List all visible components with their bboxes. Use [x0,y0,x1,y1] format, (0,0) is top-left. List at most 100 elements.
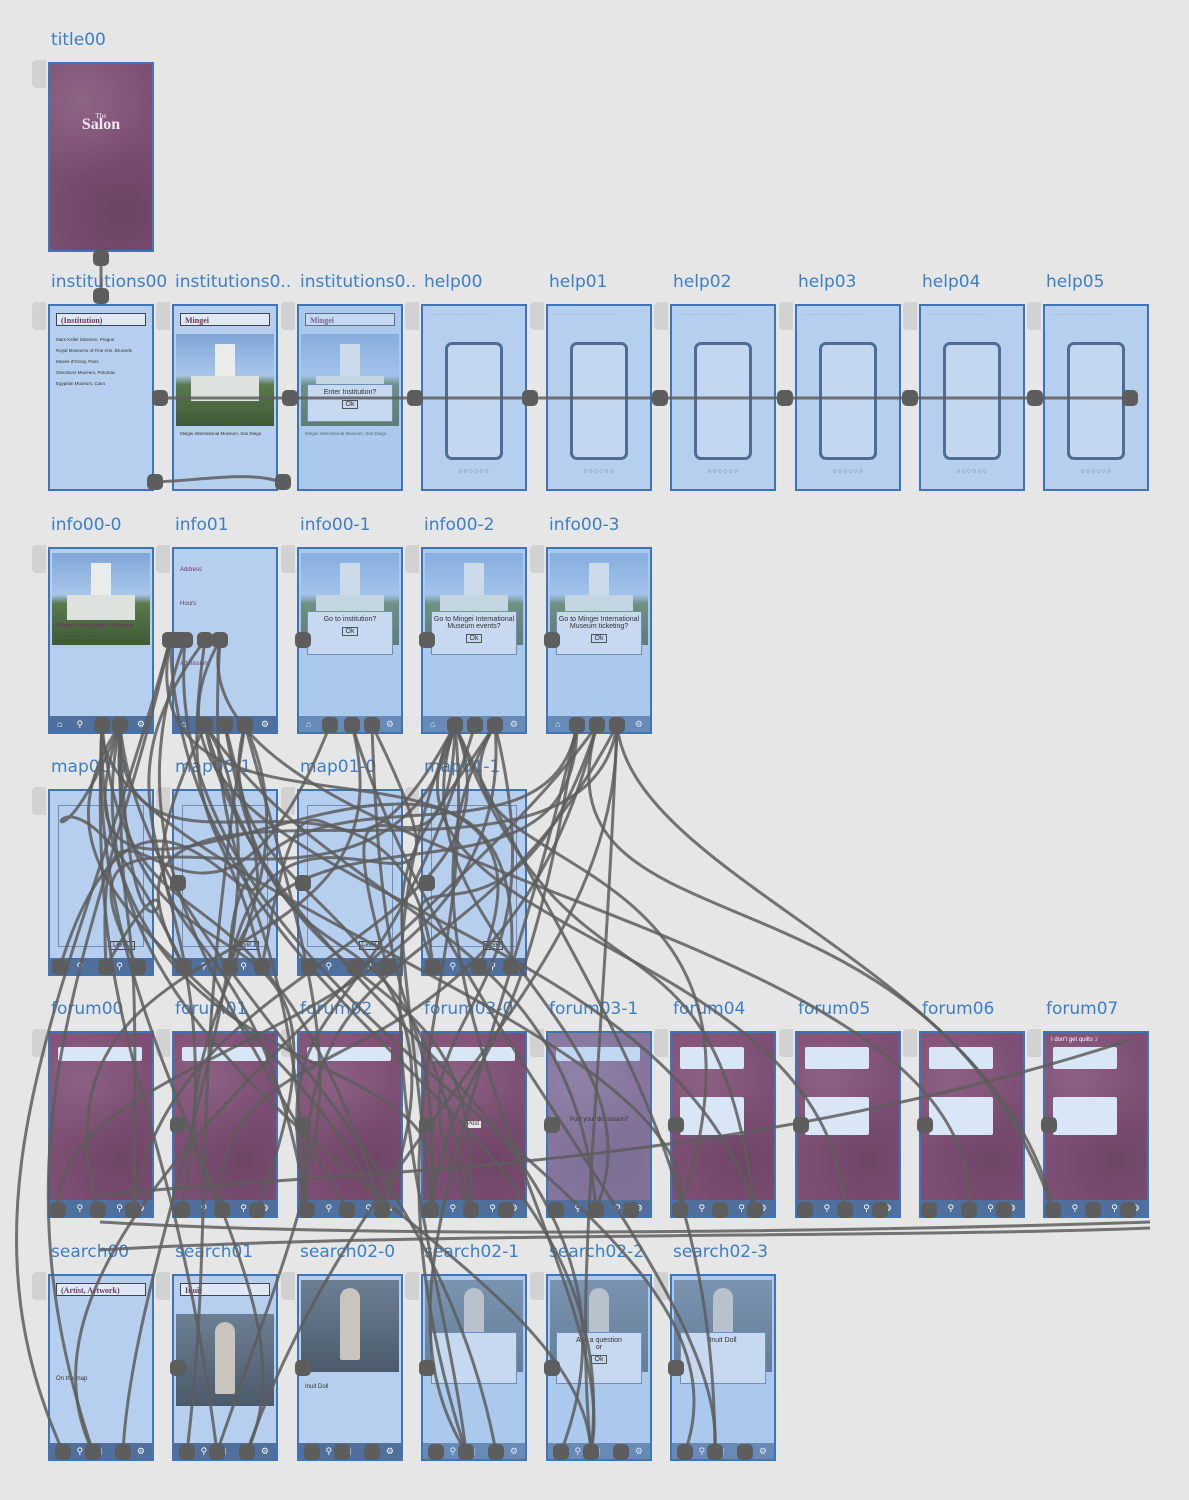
connector-node[interactable] [299,1202,315,1218]
connector-node[interactable] [588,1202,604,1218]
connector-node[interactable] [50,1202,66,1218]
back-connector[interactable] [419,875,435,891]
back-connector[interactable] [522,390,538,406]
connector-node[interactable] [347,959,363,975]
back-connector[interactable] [777,390,793,406]
back-connector[interactable] [295,875,311,891]
map-pin-icon[interactable]: ⚲ [449,1202,457,1213]
connector-node[interactable] [217,717,233,733]
connector-node[interactable] [837,1202,853,1218]
map-pin-icon[interactable]: ⚲ [200,1445,208,1456]
connector-node[interactable] [712,1202,728,1218]
connector-node[interactable] [961,1202,977,1218]
gear-icon[interactable]: ⚙ [260,718,269,729]
connector-node[interactable] [487,717,503,733]
map-pin-icon[interactable]: ⚲ [449,960,457,971]
connector-node[interactable] [553,1444,569,1460]
connector-node[interactable] [249,1202,265,1218]
connector-node[interactable] [177,632,193,648]
back-connector[interactable] [917,1117,933,1133]
connector-node[interactable] [447,717,463,733]
connector-node[interactable] [488,1444,504,1460]
connector-node[interactable] [125,1202,141,1218]
back-connector[interactable] [170,1360,186,1376]
gear-icon[interactable]: ⚙ [758,1445,767,1456]
connector-node[interactable] [112,717,128,733]
search-icon[interactable]: ⚲ [116,1202,123,1213]
connector-node[interactable] [275,474,291,490]
search-icon[interactable]: ⚲ [987,1202,994,1213]
map-pin-icon[interactable]: ⚲ [325,960,333,971]
connector-node[interactable] [322,717,338,733]
connector-node[interactable] [334,1444,350,1460]
connector-node[interactable] [548,1202,564,1218]
screen-search00[interactable]: (Artist, Artwork)On the map⌂⚲▯⚲⚙ [48,1274,154,1461]
connector-node[interactable] [583,1444,599,1460]
connector-node[interactable] [98,959,114,975]
connector-node[interactable] [623,1202,639,1218]
back-connector[interactable] [282,390,298,406]
gear-icon[interactable]: ⚙ [509,718,518,729]
connector-node[interactable] [364,717,380,733]
connector-node[interactable] [85,1444,101,1460]
back-connector[interactable] [295,1117,311,1133]
back-connector[interactable] [419,1117,435,1133]
screen-info00-0[interactable]: Mingei International Museum· · · · · · ·… [48,547,154,734]
back-connector[interactable] [544,1117,560,1133]
screen-forum03-1[interactable]: Post your discussion?⌂⚲▯⚲⚙ [546,1031,652,1218]
map-pin-icon[interactable]: ⚲ [76,1202,84,1213]
connector-node[interactable] [707,1444,723,1460]
connector-node[interactable] [90,1202,106,1218]
gear-icon[interactable]: ⚙ [385,1445,394,1456]
gear-icon[interactable]: ⚙ [634,1445,643,1456]
connector-node[interactable] [747,1202,763,1218]
map-pin-icon[interactable]: ⚲ [947,1202,955,1213]
search-icon[interactable]: ⚲ [738,1202,745,1213]
map-pin-icon[interactable]: ⚲ [76,1445,84,1456]
search-icon[interactable]: ⚲ [240,1202,247,1213]
back-connector[interactable] [544,632,560,648]
connector-node[interactable] [1120,1202,1136,1218]
search-icon[interactable]: ⚲ [1111,1202,1118,1213]
connector-node[interactable] [212,632,228,648]
home-icon[interactable]: ⌂ [57,719,63,729]
connector-node[interactable] [463,1202,479,1218]
connector-node[interactable] [428,1444,444,1460]
map-pin-icon[interactable]: ⚲ [823,1202,831,1213]
back-connector[interactable] [1027,390,1043,406]
back-connector[interactable] [902,390,918,406]
search-icon[interactable]: ⚲ [365,1202,372,1213]
connector-node[interactable] [174,1202,190,1218]
connector-node[interactable] [344,717,360,733]
connector-node[interactable] [467,717,483,733]
connector-node[interactable] [301,959,317,975]
screen-info00-2[interactable]: Mingei International Museum· · · · · · ·… [421,547,527,734]
connector-node[interactable] [1045,1202,1061,1218]
home-icon[interactable]: ⌂ [430,719,436,729]
map-pin-icon[interactable]: ⚲ [574,1202,582,1213]
connector-node[interactable] [737,1444,753,1460]
back-connector[interactable] [152,390,168,406]
connector-node[interactable] [93,250,109,266]
connector-node[interactable] [222,959,238,975]
back-connector[interactable] [419,1360,435,1376]
connector-node[interactable] [115,1444,131,1460]
map-pin-icon[interactable]: ⚲ [698,1202,706,1213]
back-connector[interactable] [295,632,311,648]
screen-forum07[interactable]: I don't get quilts :/⌂⚲▯⚲⚙ [1043,1031,1149,1218]
connector-node[interactable] [503,959,519,975]
connector-node[interactable] [609,717,625,733]
back-connector[interactable] [407,390,423,406]
search-icon[interactable]: ⚲ [240,960,247,971]
connector-node[interactable] [1122,390,1138,406]
gear-icon[interactable]: ⚙ [385,718,394,729]
search-icon[interactable]: ⚲ [863,1202,870,1213]
connector-node[interactable] [339,1202,355,1218]
connector-node[interactable] [176,959,192,975]
connector-node[interactable] [94,717,110,733]
connector-node[interactable] [1085,1202,1101,1218]
back-connector[interactable] [668,1117,684,1133]
